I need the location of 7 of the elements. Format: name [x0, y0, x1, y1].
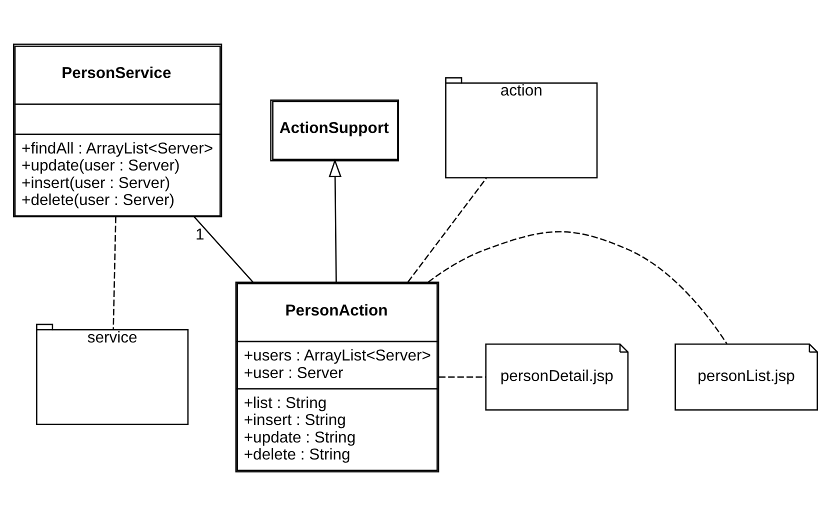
arrow [328, 158, 342, 282]
connector [194, 216, 254, 282]
connector [407, 177, 487, 282]
connector [428, 230, 728, 344]
connector [112, 216, 116, 329]
connector [438, 376, 486, 378]
edge-label: 1 [195, 226, 204, 244]
